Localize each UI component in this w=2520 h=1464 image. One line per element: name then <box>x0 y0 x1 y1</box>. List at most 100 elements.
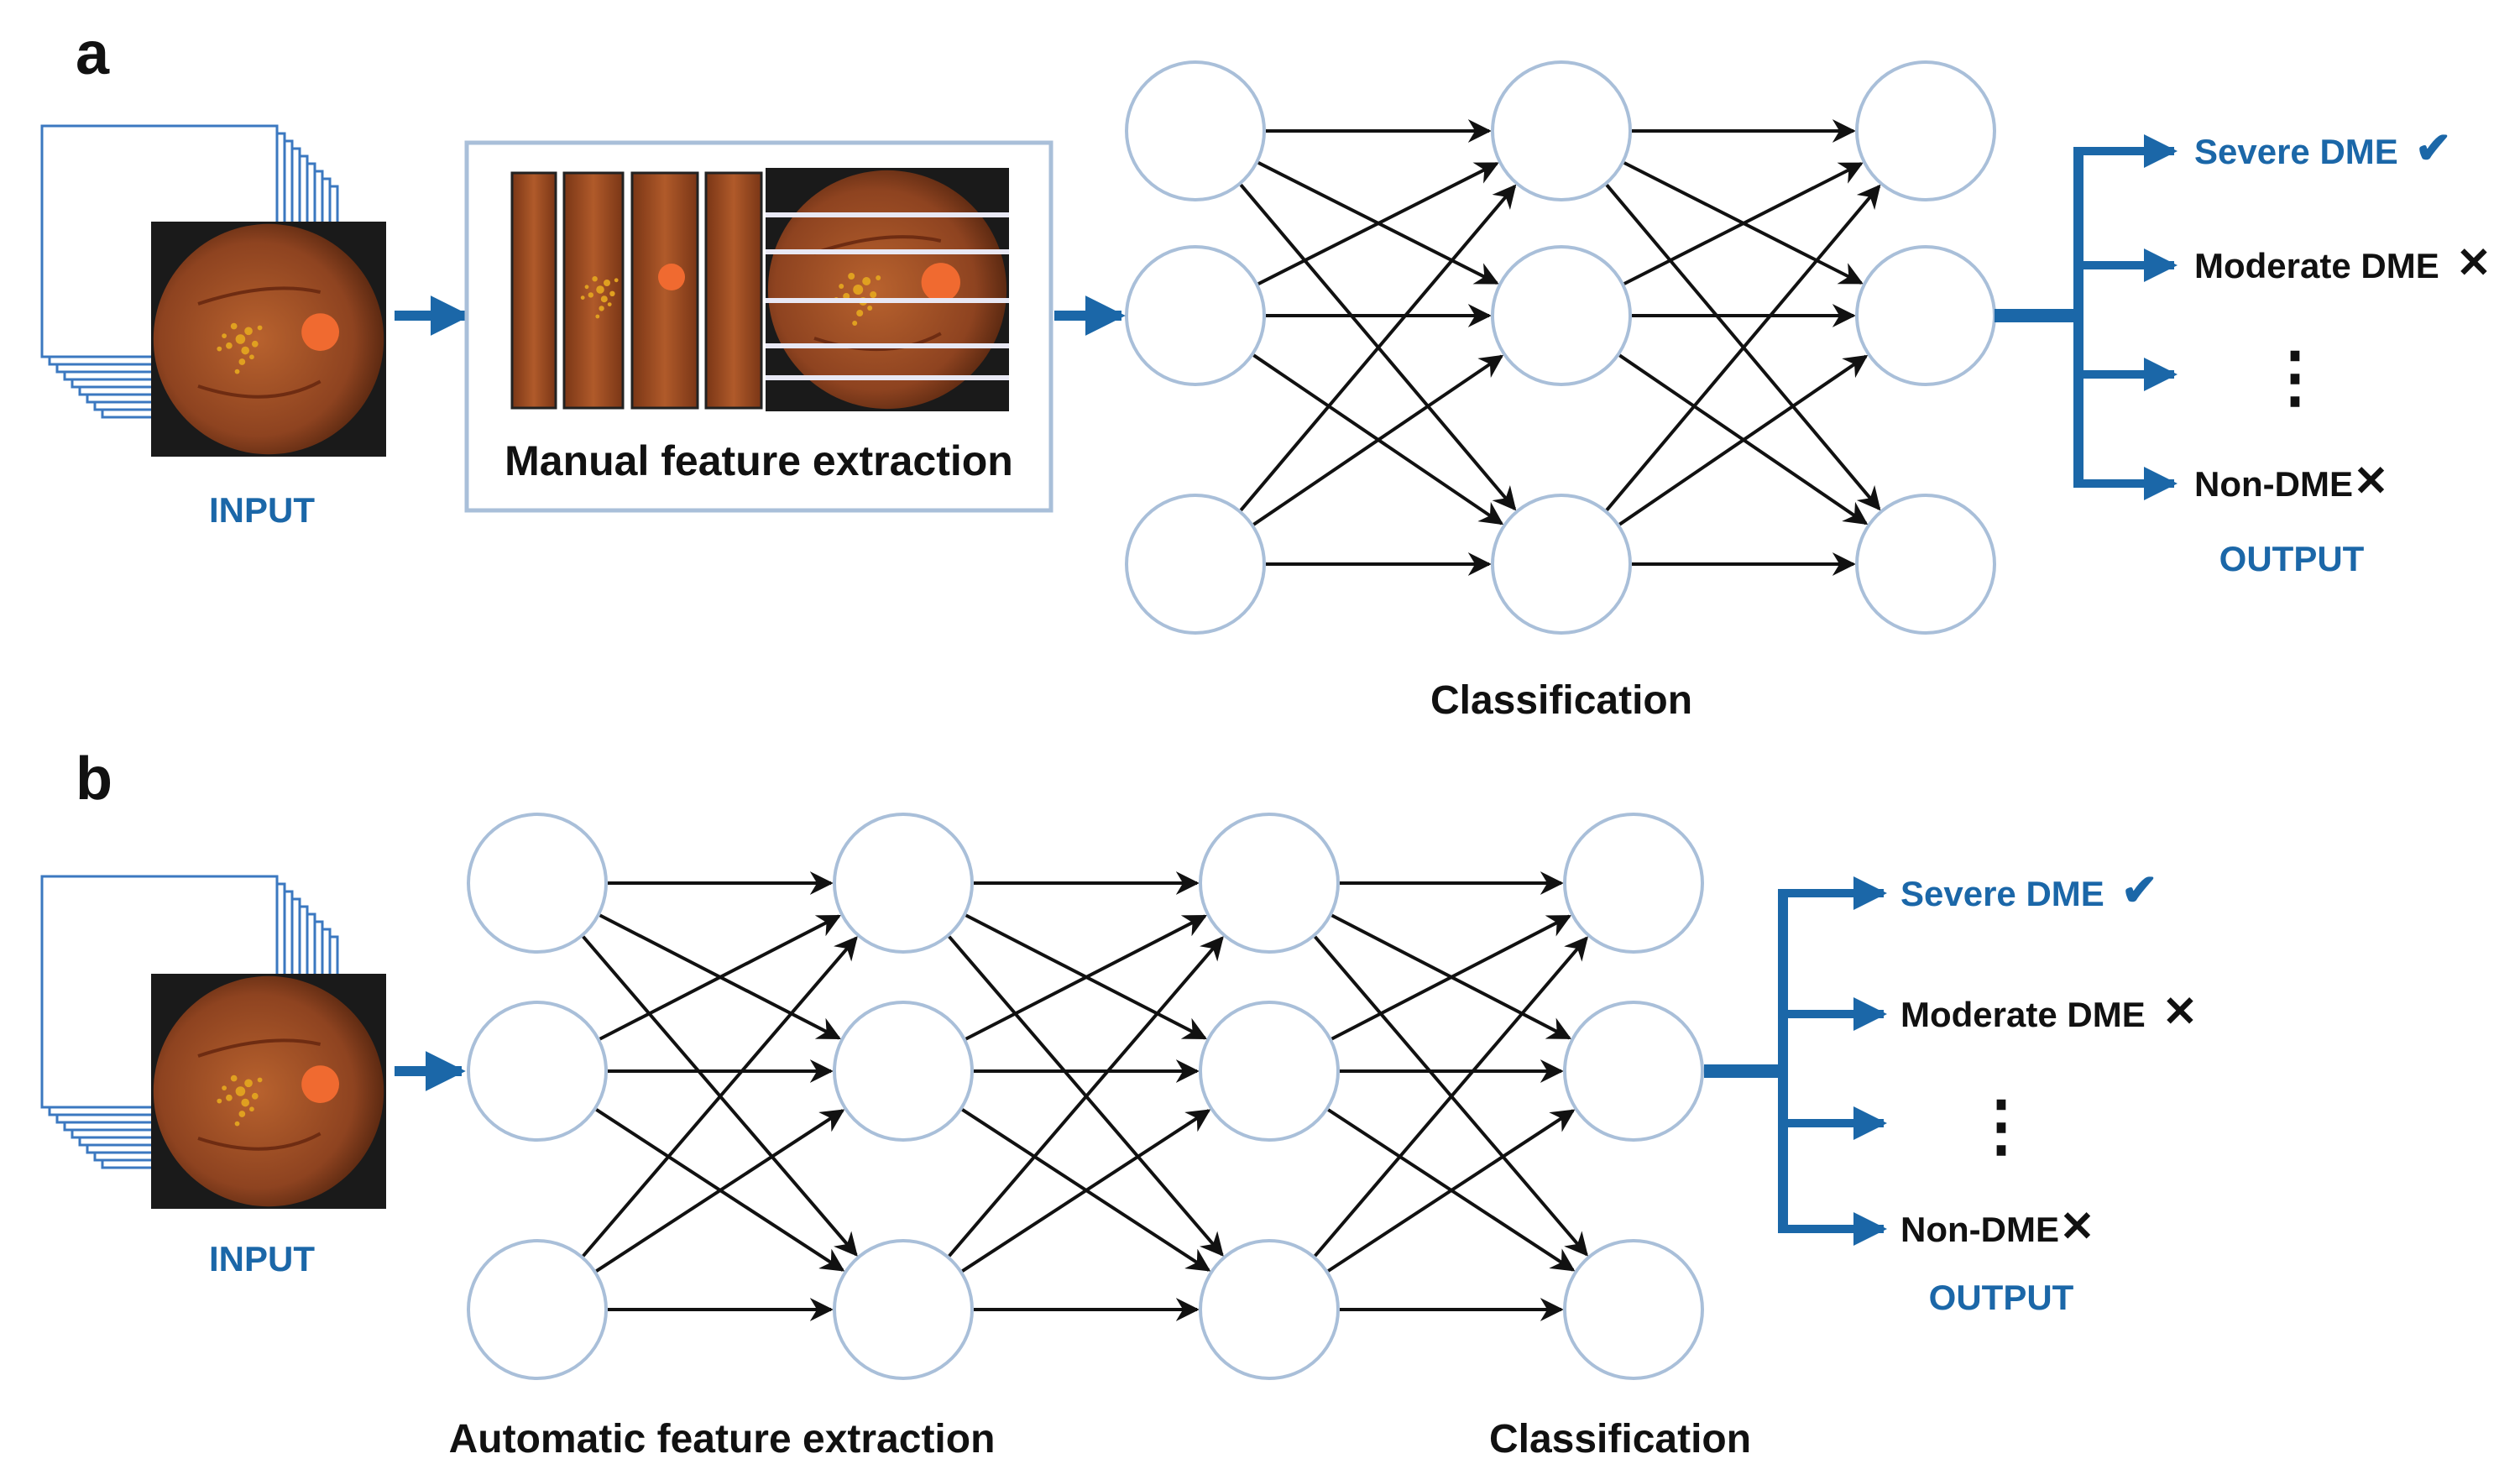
exudate-spot <box>222 1085 227 1091</box>
neuron-node <box>1125 494 1266 635</box>
exudate-spot <box>584 285 589 290</box>
neuron-node <box>1855 494 1996 635</box>
automatic-feature-label: Automatic feature extraction <box>449 1417 996 1461</box>
fundus-retina <box>153 975 384 1207</box>
exudate-spot <box>234 369 240 374</box>
exudate-spot <box>251 1092 259 1100</box>
input-label-a: INPUT <box>209 490 315 530</box>
exudate-spot <box>217 1098 222 1104</box>
exudate-spot <box>230 1074 238 1082</box>
cross-icon: ✕ <box>2060 1203 2095 1250</box>
cross-icon: ✕ <box>2162 988 2198 1035</box>
neuron-node <box>1491 60 1632 201</box>
connection-arrow <box>948 936 1224 1257</box>
retina-vessel <box>813 235 942 352</box>
check-icon: ✔ <box>2415 124 2452 173</box>
retina-vessel <box>197 1038 322 1151</box>
neuron-node <box>1199 1239 1340 1380</box>
exudate-spot <box>592 276 598 282</box>
optic-disc <box>301 1065 339 1103</box>
check-icon: ✔ <box>2121 866 2158 915</box>
output-label: Moderate DME <box>2194 246 2439 285</box>
input-label-b: INPUT <box>209 1239 315 1278</box>
fundus-retina <box>767 170 1007 410</box>
connection-arrow <box>1618 354 1869 526</box>
exudate-spot <box>257 325 263 331</box>
exudate-spot <box>867 306 873 311</box>
exudate-spot <box>230 322 238 330</box>
connection-arrow <box>1239 184 1517 512</box>
output-label: Non-DME <box>2194 464 2353 504</box>
connection-arrow <box>1252 354 1504 526</box>
connection-arrow <box>961 1109 1211 1273</box>
exudate-spot <box>853 285 864 295</box>
fundus-retina <box>153 223 384 455</box>
exudate-spot <box>588 292 593 298</box>
exudate-spot <box>600 295 608 303</box>
neuron-node <box>1125 245 1266 386</box>
exudate-spot <box>235 1086 246 1096</box>
connection-arrow <box>1257 161 1499 285</box>
output-label: Moderate DME <box>1900 995 2146 1034</box>
neuron-node <box>1855 60 1996 201</box>
exudate-spot <box>580 295 585 300</box>
image-strip <box>510 171 557 410</box>
connection-arrow <box>1623 162 1864 285</box>
connection-arrow <box>1605 184 1881 512</box>
exudate-spot <box>226 342 233 349</box>
exudate-spot <box>599 306 604 311</box>
exudate-spot <box>607 302 612 306</box>
classification-label-a: Classification <box>1430 678 1692 723</box>
output-label: Severe DME <box>2194 132 2398 171</box>
neuron-node <box>1491 245 1632 386</box>
output-label: Non-DME <box>1900 1210 2059 1249</box>
neuron-node <box>1563 813 1704 954</box>
panel-a-label: a <box>76 20 110 87</box>
connection-arrow <box>595 1109 845 1273</box>
ellipsis-dots: ⋮ <box>2261 339 2329 414</box>
connection-arrow <box>965 914 1207 1041</box>
exudate-spot <box>222 333 227 339</box>
ellipsis-dots: ⋮ <box>1968 1088 2035 1163</box>
exudate-spot <box>235 334 246 344</box>
neuron-node <box>467 1239 608 1380</box>
output-heading: OUTPUT <box>2219 539 2365 578</box>
connection-arrow <box>1331 914 1572 1041</box>
neuron-node <box>1855 245 1996 386</box>
exudate-spot <box>614 278 619 283</box>
cross-icon: ✕ <box>2456 239 2491 286</box>
manual-feature-label: Manual feature extraction <box>505 437 1013 484</box>
image-strip <box>562 171 625 410</box>
image-strip <box>630 171 699 410</box>
exudate-spot <box>876 275 881 280</box>
cross-icon: ✕ <box>2354 458 2389 505</box>
output-label: Severe DME <box>1900 874 2104 913</box>
neuron-node <box>1199 813 1340 954</box>
exudate-spot <box>595 314 600 319</box>
exudate-spot <box>604 280 610 286</box>
neuron-node <box>833 813 974 954</box>
exudate-spot <box>870 291 877 298</box>
connection-arrow <box>582 936 858 1257</box>
neuron-node <box>833 1239 974 1380</box>
exudate-spot <box>241 346 250 355</box>
connection-arrow <box>599 914 841 1041</box>
exudate-spot <box>856 310 864 316</box>
exudate-spot <box>241 1098 250 1107</box>
neuron-node <box>467 1001 608 1142</box>
neuron-node <box>1491 494 1632 635</box>
exudate-spot <box>244 327 253 336</box>
optic-disc <box>921 263 961 302</box>
connection-arrow <box>1314 936 1588 1257</box>
neuron-node <box>833 1001 974 1142</box>
connection-arrow <box>1327 1109 1576 1273</box>
exudate-spot <box>251 340 259 348</box>
exudate-spot <box>609 290 615 296</box>
output-heading: OUTPUT <box>1929 1278 2074 1317</box>
exudate-spot <box>234 1121 240 1127</box>
exudate-spot <box>257 1077 263 1083</box>
optic-disc <box>658 264 685 290</box>
image-strip <box>704 171 763 410</box>
